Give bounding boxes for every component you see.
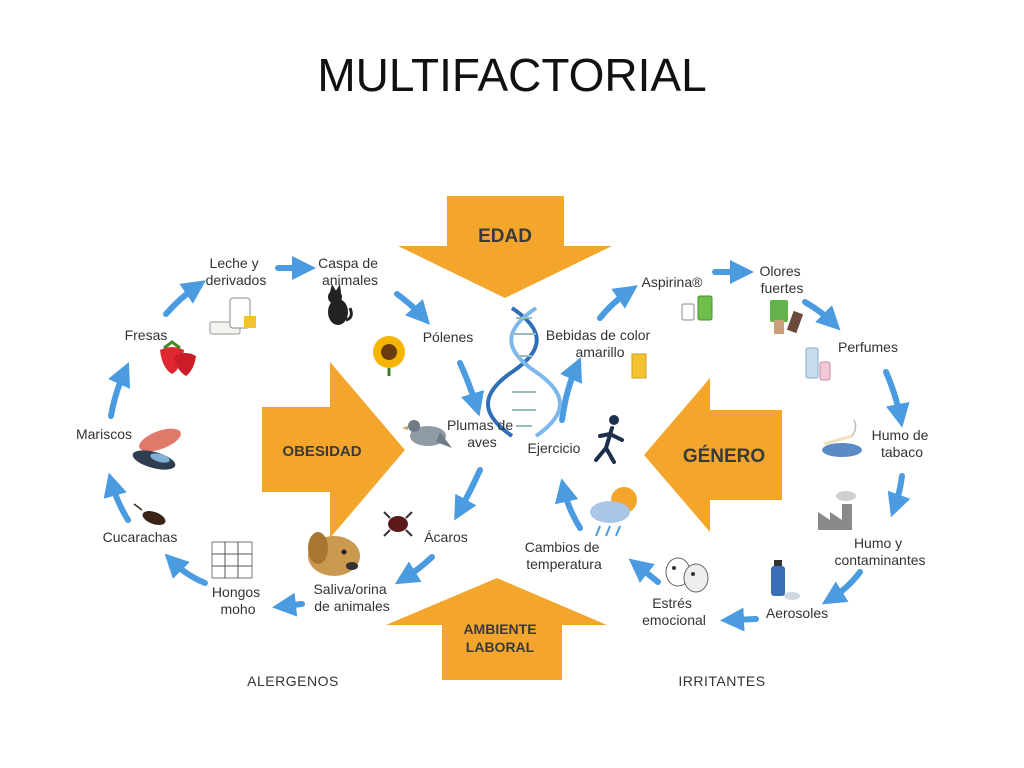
factor-label-laboral: LABORAL [466,639,535,655]
category-irritantes: IRRITANTES [678,673,765,689]
weather-icon [590,487,637,537]
pills-icon [681,295,713,321]
dog-icon [308,532,360,576]
perfume-icon [805,347,831,381]
mold-icon [211,541,253,579]
masks-icon [665,557,709,593]
label-estres: Estrés emocional [642,595,706,628]
label-humo-tabaco: Humo de tabaco [872,427,933,460]
label-humo-contaminantes: Humo y contaminantes [834,535,925,568]
ashtray-icon [822,419,862,457]
factor-label-genero: GÉNERO [683,445,765,467]
factor-arrow-top: EDAD [398,196,612,298]
label-leche: Leche y derivados [206,255,267,288]
irritants-labels: Aspirina® Olores fuertes Perfumes Humo d… [525,263,933,628]
juice-glass-icon [631,353,647,379]
page-title: MULTIFACTORIAL [317,49,707,101]
dna-icon [486,306,562,438]
label-bebidas: Bebidas de color amarillo [546,327,654,360]
runner-icon [594,415,624,464]
label-cucarachas: Cucarachas [103,529,178,545]
label-caspa: Caspa de animales [318,255,382,288]
factor-arrow-left: OBESIDAD [262,362,405,538]
factor-label-edad: EDAD [478,226,532,247]
allergens-labels: Leche y derivados Caspa de animales Póle… [76,255,517,617]
allergens-cycle-arrows [103,256,485,617]
seafood-icon [132,428,181,470]
label-cambios: Cambios de temperatura [525,539,604,572]
spray-icon [771,560,800,600]
cat-icon [328,284,353,325]
category-alergenos: ALERGENOS [247,673,339,689]
strawberry-icon [160,340,196,376]
mite-icon [383,511,413,537]
irritants-cycle-arrows [554,260,911,632]
label-saliva: Saliva/orina de animales [313,581,390,614]
cockroach-icon [133,503,166,525]
paint-icon [770,300,804,334]
label-polenes: Pólenes [423,329,474,345]
pigeon-icon [402,420,452,448]
label-aspirina: Aspirina® [642,274,704,290]
factory-icon [818,491,856,530]
label-perfumes: Perfumes [838,339,898,355]
label-mariscos: Mariscos [76,426,132,442]
label-plumas: Plumas de aves [447,417,517,450]
factor-label-obesidad: OBESIDAD [282,443,361,460]
factor-label-ambiente: AMBIENTE [463,621,536,637]
factor-arrow-bottom: AMBIENTE LABORAL [386,578,607,680]
label-olores: Olores fuertes [759,263,804,296]
label-hongos: Hongos moho [212,584,264,617]
sunflower-icon [373,336,405,376]
label-acaros: Ácaros [424,529,468,545]
label-fresas: Fresas [125,327,168,343]
label-ejercicio: Ejercicio [528,440,581,456]
milk-icon [209,297,256,335]
label-aerosoles: Aerosoles [766,605,828,621]
factor-arrow-right: GÉNERO [644,378,782,532]
